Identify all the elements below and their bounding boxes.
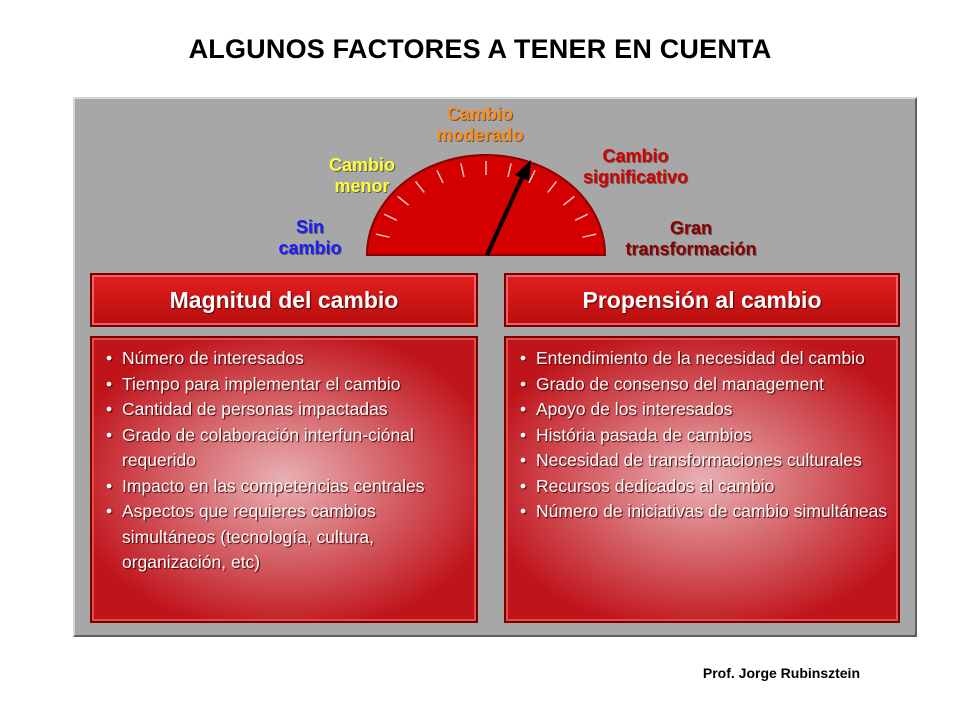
- gauge-tick: [436, 169, 444, 184]
- gauge-tick: [460, 163, 465, 178]
- gauge-label-cambio-significativo: Cambio significativo: [582, 146, 689, 187]
- gauge-tick: [528, 169, 536, 184]
- gauge-tick: [414, 181, 425, 193]
- magnitud-header: Magnitud del cambio: [90, 273, 478, 327]
- propension-item: Necesidad de transformaciones culturales: [514, 448, 890, 474]
- gauge-tick: [547, 181, 558, 193]
- propension-item: Recursos dedicados al cambio: [514, 474, 890, 500]
- magnitud-item: Impacto en las competencias centrales: [100, 474, 468, 500]
- magnitud-item: Aspectos que requieres cambios simultáne…: [100, 499, 468, 576]
- gauge-dial: [365, 154, 607, 256]
- gauge-ticks: [375, 161, 597, 238]
- gauge-label-sin-cambio: Sin cambio: [278, 217, 342, 258]
- gauge-tick: [375, 233, 390, 238]
- propension-item: Número de iniciativas de cambio simultán…: [514, 499, 890, 525]
- propension-item: História pasada de cambios: [514, 423, 890, 449]
- magnitud-item: Número de interesados: [100, 346, 468, 372]
- gauge-tick: [574, 213, 589, 221]
- propension-item: Entendimiento de la necesidad del cambio: [514, 346, 890, 372]
- propension-list-box: Entendimiento de la necesidad del cambio…: [504, 336, 900, 623]
- author-credit: Prof. Jorge Rubinsztein: [702, 665, 860, 681]
- gauge-tick: [582, 233, 597, 238]
- slide-title: ALGUNOS FACTORES A TENER EN CUENTA: [188, 34, 772, 64]
- gauge-tick: [562, 195, 575, 206]
- gauge-tick: [507, 163, 512, 178]
- gauge-label-cambio-moderado: Cambio moderado: [436, 104, 524, 145]
- gauge-needle: [485, 170, 527, 256]
- magnitud-item: Tiempo para implementar el cambio: [100, 372, 468, 398]
- gauge-label-cambio-menor: Cambio menor: [328, 155, 395, 196]
- magnitud-item: Grado de colaboración interfun-ciónal re…: [100, 423, 468, 474]
- gauge-tick: [383, 213, 398, 221]
- gauge-label-gran-transformacion: Gran transformación: [625, 218, 757, 259]
- propension-item: Apoyo de los interesados: [514, 397, 890, 423]
- magnitud-list-box: Número de interesados Tiempo para implem…: [90, 336, 478, 623]
- gauge-needle-tip: [515, 160, 531, 181]
- gauge-tick: [397, 195, 410, 206]
- magnitud-item: Cantidad de personas impactadas: [100, 397, 468, 423]
- propension-header: Propensión al cambio: [504, 273, 900, 327]
- propension-item: Grado de consenso del management: [514, 372, 890, 398]
- change-gauge: [365, 154, 607, 256]
